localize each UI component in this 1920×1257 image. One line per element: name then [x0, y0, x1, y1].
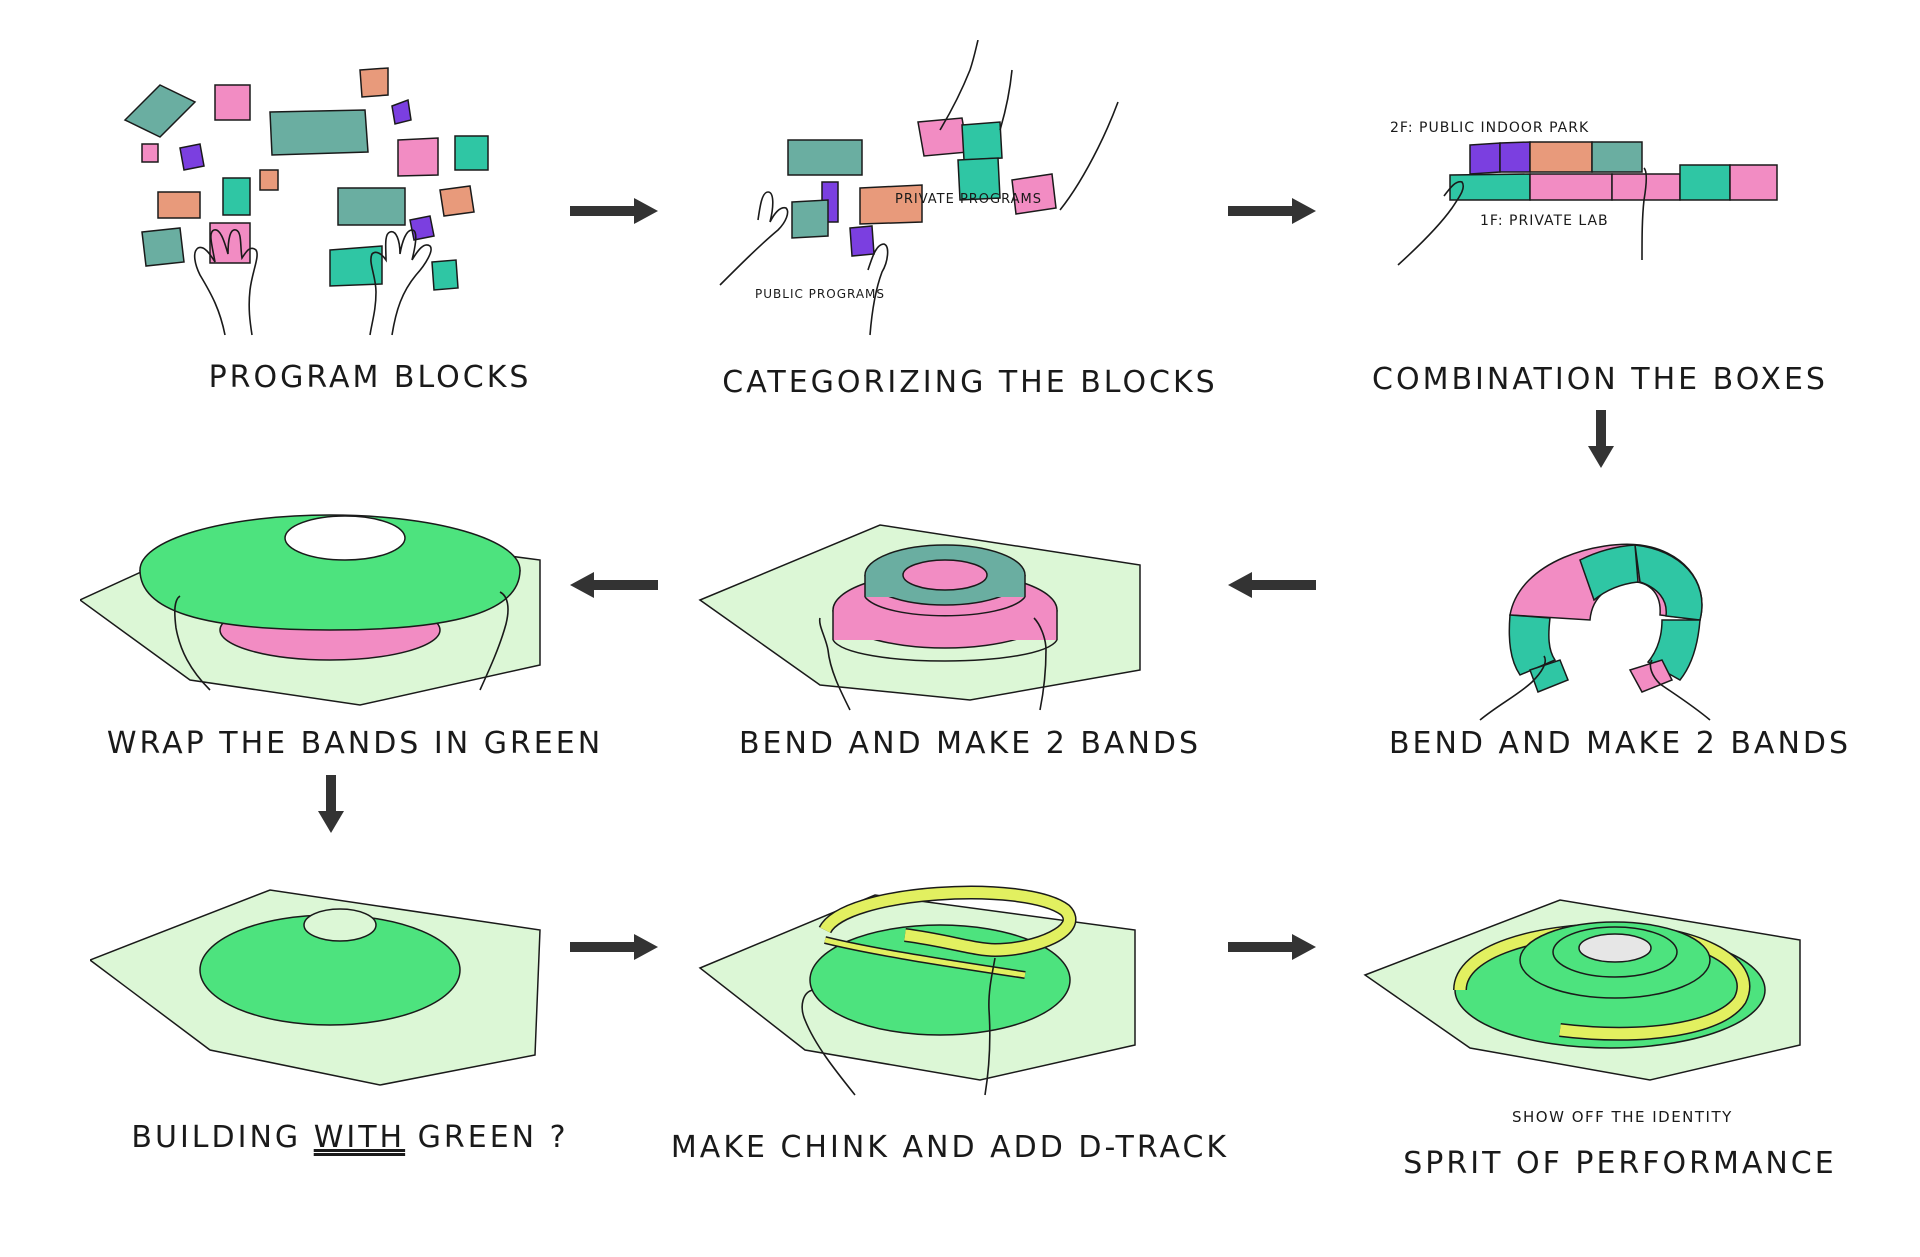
step-9-caption: SPRIT OF PERFORMANCE	[1403, 1146, 1837, 1181]
hand-icon	[193, 229, 432, 336]
hand-icon	[719, 40, 1119, 336]
hand-icon	[174, 591, 509, 691]
arrow-left-icon	[1228, 572, 1316, 598]
step-4-bend-illustration	[1479, 543, 1711, 721]
step-7-caption: BUILDING WITH GREEN ?	[70, 1120, 630, 1155]
step-8-d-track-illustration	[698, 885, 1136, 1096]
step-2-caption: CATEGORIZING THE BLOCKS	[722, 365, 1218, 400]
arrow-right-icon	[1228, 198, 1316, 224]
step-7-building-green-illustration	[90, 889, 541, 1086]
arrow-down-icon	[1588, 410, 1614, 468]
step-6-wrap-green-illustration	[80, 514, 541, 706]
public-programs-label: PUBLIC PROGRAMS	[755, 287, 885, 301]
hand-icon	[1479, 655, 1711, 721]
step-9-final-illustration	[1363, 899, 1801, 1081]
arrow-down-icon	[318, 775, 344, 833]
arrow-right-icon	[1228, 934, 1316, 960]
hand-icon	[1397, 167, 1648, 266]
step-5-caption: BEND AND MAKE 2 BANDS	[738, 726, 1202, 761]
hand-icon	[818, 617, 1047, 711]
lower-floor-label: 1F: PRIVATE LAB	[1480, 213, 1609, 229]
step-8-caption: MAKE CHINK AND ADD D-TRACK	[670, 1130, 1230, 1165]
upper-floor-label: 2F: PUBLIC INDOOR PARK	[1390, 120, 1589, 136]
step-9-note: SHOW OFF THE IDENTITY	[1512, 1108, 1733, 1126]
hand-icon	[801, 957, 996, 1096]
step-7-caption-underlined: WITH	[313, 1120, 406, 1155]
arrow-left-icon	[570, 572, 658, 598]
step-6-caption: WRAP THE BANDS IN GREEN	[106, 726, 604, 761]
step-5-two-bands-illustration	[698, 524, 1141, 711]
step-3-caption: COMBINATION THE BOXES	[1372, 362, 1828, 397]
step-7-caption-pre: BUILDING	[131, 1120, 302, 1155]
private-programs-label: PRIVATE PROGRAMS	[895, 192, 1042, 207]
step-3-combination-illustration: 2F: PUBLIC INDOOR PARK 1F: PRIVATE LAB	[1390, 120, 1778, 266]
step-4-caption: BEND AND MAKE 2 BANDS	[1388, 726, 1852, 761]
step-7-caption-post: GREEN ?	[417, 1120, 569, 1155]
step-1-program-blocks-illustration	[123, 67, 489, 336]
arrow-right-icon	[570, 198, 658, 224]
step-2-categorizing-illustration: PRIVATE PROGRAMS PUBLIC PROGRAMS	[719, 40, 1119, 336]
step-1-caption: PROGRAM BLOCKS	[208, 360, 532, 395]
arrow-right-icon	[570, 934, 658, 960]
